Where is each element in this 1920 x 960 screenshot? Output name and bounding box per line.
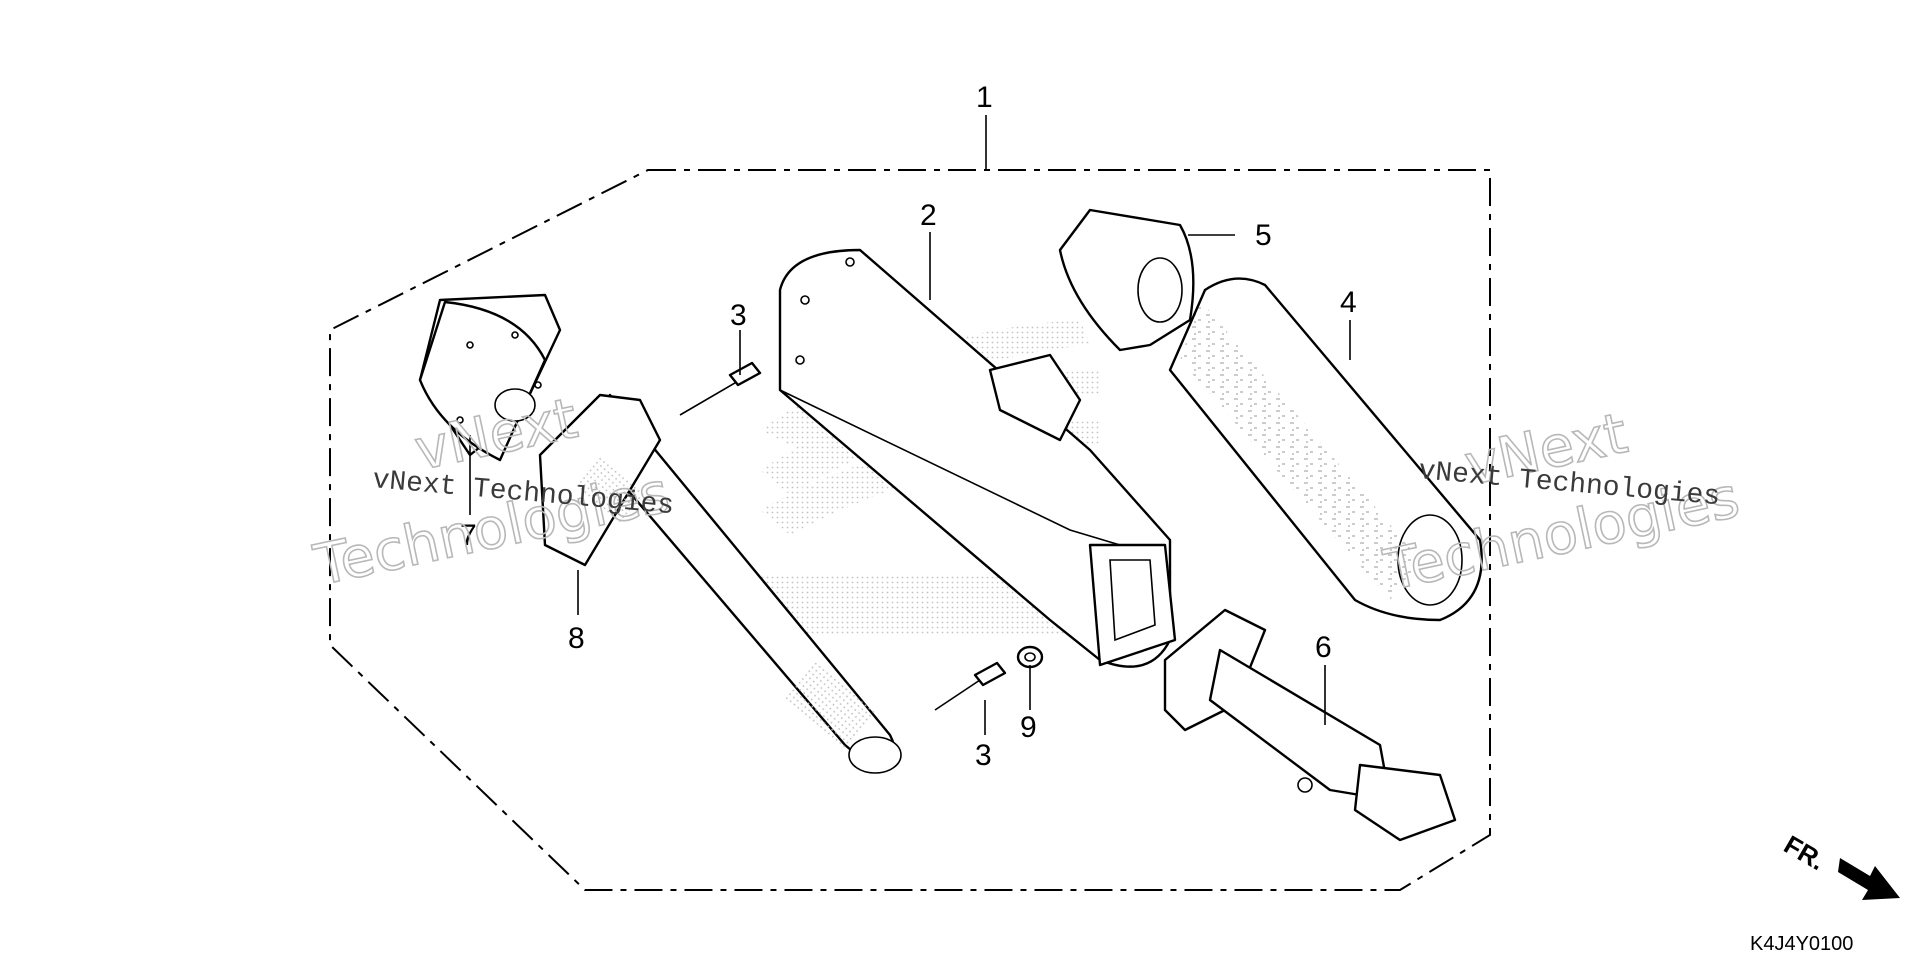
- part-9-washer: [1016, 645, 1044, 669]
- front-direction-arrow-icon: [1838, 858, 1900, 900]
- part-4-muffler-cover: [1168, 277, 1483, 622]
- callout-2: 2: [920, 199, 937, 232]
- part-5-cap: [1058, 208, 1195, 352]
- reference-code: K4J4Y0100: [1750, 933, 1853, 955]
- front-direction-indicator: FR.: [1779, 829, 1900, 900]
- callout-6: 6: [1315, 631, 1332, 664]
- part-3-rivet-lower: [934, 661, 1007, 711]
- part-3-rivet-upper: [679, 361, 762, 416]
- part-6-exhaust-pipe: [1163, 608, 1457, 842]
- callout-3-lower: 3: [975, 739, 992, 772]
- callout-3-upper: 3: [730, 299, 747, 332]
- leader-lines: [469, 115, 1351, 735]
- callout-9: 9: [1020, 711, 1037, 744]
- part-7-end-cap: [418, 293, 562, 462]
- callout-8: 8: [568, 622, 585, 655]
- callout-5: 5: [1255, 219, 1272, 252]
- part-8-inner-pipe: [538, 393, 902, 774]
- direction-label: FR.: [1779, 829, 1830, 876]
- callouts: 1 2 3 3 4 5 6 7 8 9: [460, 81, 1357, 772]
- callout-4: 4: [1340, 286, 1357, 319]
- callout-1: 1: [976, 81, 993, 114]
- part-2-muffler-body: [778, 248, 1177, 668]
- callout-7: 7: [460, 519, 477, 552]
- assembly-boundary: [329, 169, 1491, 891]
